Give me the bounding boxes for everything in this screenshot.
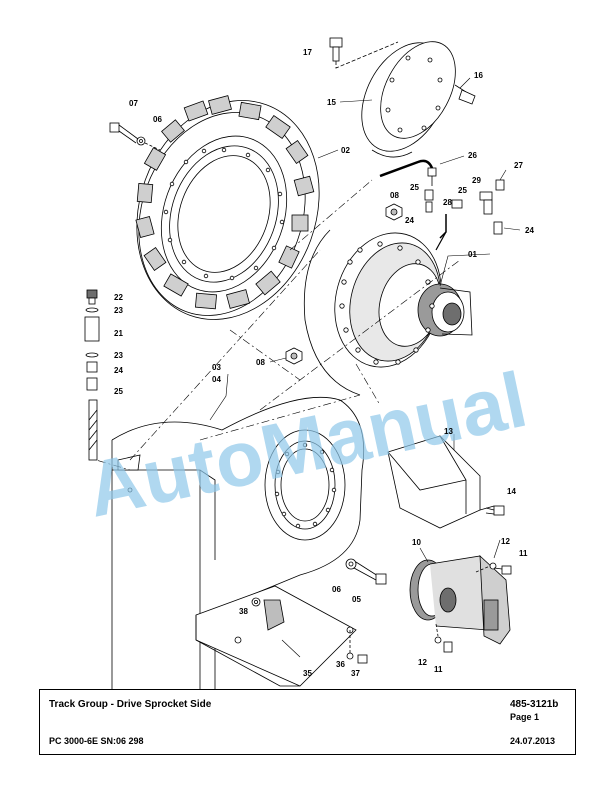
callout-29: 29 (472, 176, 481, 185)
callout-25-mid: 25 (458, 186, 467, 195)
callout-26: 26 (468, 151, 477, 160)
bolt-05 (345, 558, 387, 585)
bolt-36-37 (346, 630, 368, 664)
callout-38: 38 (239, 607, 248, 616)
plug-08-middle (285, 347, 303, 365)
callout-11-upper: 11 (519, 549, 528, 558)
drawing-date: 24.07.2013 (510, 736, 556, 746)
callout-21: 21 (114, 329, 123, 338)
page-number: Page 1 (510, 712, 540, 722)
bolt-11-upper (475, 562, 512, 575)
callout-35: 35 (303, 669, 312, 678)
fittings-group (424, 179, 505, 251)
callout-01: 01 (468, 250, 477, 259)
callout-23-top: 23 (114, 306, 123, 315)
callout-03: 03 (212, 363, 221, 372)
callout-15: 15 (327, 98, 336, 107)
track-frame-03-04 (111, 396, 365, 690)
grease-fitting-stack (84, 289, 100, 461)
callout-23-bottom: 23 (114, 351, 123, 360)
cover-ring-15 (361, 41, 456, 158)
callout-02: 02 (341, 146, 350, 155)
callout-12-lower: 12 (418, 658, 427, 667)
exploded-parts-diagram: AutoManual 17 16 15 07 06 02 26 27 25 29… (79, 37, 534, 690)
callout-24-mid: 24 (405, 216, 414, 225)
callout-08-top: 08 (390, 191, 399, 200)
callout-27: 27 (514, 161, 523, 170)
bolt-16 (454, 84, 476, 105)
drawing-title: Track Group - Drive Sprocket Side (49, 699, 212, 710)
callout-06-bottom: 06 (332, 585, 341, 594)
callout-11-lower: 11 (434, 665, 443, 674)
bolt-14 (485, 505, 505, 516)
leader-lines (209, 77, 521, 658)
drawing-number: 485-3121b (510, 699, 559, 710)
callout-14: 14 (507, 487, 516, 496)
projection-lines (95, 179, 461, 471)
callout-16: 16 (474, 71, 483, 80)
callout-labels: 17 16 15 07 06 02 26 27 25 29 08 25 28 2… (114, 48, 534, 678)
bolt-11-lower (434, 623, 453, 653)
callout-25-left: 25 (114, 387, 123, 396)
plug-08-top (385, 203, 403, 221)
callout-17: 17 (303, 48, 312, 57)
guard-13 (387, 435, 495, 529)
callout-36: 36 (336, 660, 345, 669)
hose-26 (379, 159, 437, 186)
callout-37: 37 (351, 669, 360, 678)
callout-04: 04 (212, 375, 221, 384)
callout-10: 10 (412, 538, 421, 547)
callout-05: 05 (352, 595, 361, 604)
callout-22: 22 (114, 293, 123, 302)
washer-38 (251, 597, 261, 607)
bolt-17 (329, 37, 399, 69)
drive-sprocket-02 (135, 95, 320, 320)
callout-13: 13 (444, 427, 453, 436)
callout-08-mid: 08 (256, 358, 265, 367)
callout-24-right: 24 (525, 226, 534, 235)
callout-12-upper: 12 (501, 537, 510, 546)
callout-06-top: 06 (153, 115, 162, 124)
final-drive-01 (303, 229, 473, 396)
title-block: Track Group - Drive Sprocket Side 485-31… (39, 689, 576, 755)
bolt-07 (109, 122, 161, 151)
callout-25-top: 25 (410, 183, 419, 192)
callout-28: 28 (443, 198, 452, 207)
model-serial: PC 3000-6E SN:06 298 (49, 736, 144, 746)
callout-24-left: 24 (114, 366, 123, 375)
motor-10 (409, 555, 511, 645)
bracket-35 (195, 585, 357, 687)
callout-07: 07 (129, 99, 138, 108)
